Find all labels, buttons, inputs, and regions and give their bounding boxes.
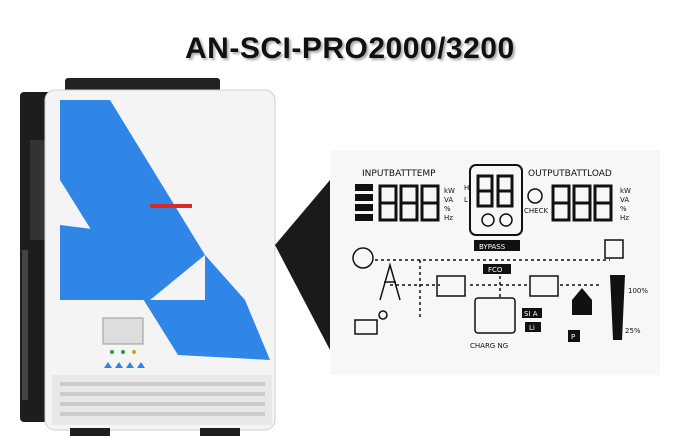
- svg-text:VA: VA: [444, 196, 453, 204]
- solar-panel-icon: [354, 319, 378, 335]
- pct-100-label: 100%: [628, 287, 648, 295]
- grid-tower-icon: [379, 262, 401, 301]
- svg-text:%: %: [620, 205, 627, 213]
- svg-text:L: L: [464, 196, 468, 204]
- load-bar-gauge: [610, 275, 625, 340]
- svg-text:kW: kW: [620, 187, 631, 195]
- fault-icon: [481, 213, 495, 227]
- fco-badge: [483, 264, 511, 274]
- mini-lcd: [102, 317, 144, 345]
- side-vents: [22, 250, 28, 400]
- left-units: kW VA % Hz: [444, 187, 455, 222]
- svg-text:VA: VA: [620, 196, 629, 204]
- home-icon: [572, 288, 592, 315]
- flow-diagram: [375, 259, 610, 320]
- zoom-callout: [275, 180, 330, 350]
- sia-label: SI A: [524, 310, 538, 318]
- status-leds: [110, 350, 136, 354]
- battery-icon: [474, 297, 516, 334]
- right-units: kW VA % Hz: [620, 187, 631, 222]
- panel-buttons: [104, 362, 145, 368]
- svg-text:H: H: [464, 184, 469, 192]
- pct-25-label: 25%: [625, 327, 641, 335]
- sun-icon: [378, 310, 388, 320]
- output-label: OUTPUTBATTLOAD: [528, 169, 612, 179]
- brand-a-logo: [60, 100, 270, 360]
- p-label: P: [571, 333, 575, 341]
- sia-badge: [522, 308, 542, 318]
- charging-label: CHARG NG: [470, 342, 508, 350]
- li-badge: [525, 322, 541, 332]
- input-label: INPUTBATTTEMP: [362, 169, 436, 179]
- fan-icon: [604, 239, 624, 259]
- svg-text:Hz: Hz: [444, 214, 453, 222]
- p-badge: [568, 330, 580, 342]
- svg-text:kW: kW: [444, 187, 455, 195]
- bottom-vent-grille: [52, 375, 272, 425]
- generator-icon: [352, 247, 374, 269]
- li-label: Li: [529, 324, 535, 332]
- center-block: [469, 164, 523, 236]
- fco-label: FCO: [488, 266, 503, 274]
- check-label: CHECK: [524, 207, 548, 215]
- bypass-badge: [474, 240, 520, 251]
- left-badges: [355, 184, 373, 221]
- left-seven-seg-display: [378, 184, 440, 222]
- svg-text:Hz: Hz: [620, 214, 629, 222]
- gauge-icon: [499, 213, 513, 227]
- product-title: AN-SCI-PRO2000/3200: [185, 32, 515, 65]
- center-seven-seg-display: [476, 174, 514, 208]
- bypass-label: BYPASS: [479, 243, 506, 251]
- svg-text:%: %: [444, 205, 451, 213]
- check-face-icon: [527, 188, 543, 204]
- red-accent-stripe: [150, 204, 192, 208]
- inverter-left-icon: [436, 275, 466, 297]
- right-seven-seg-display: [551, 184, 613, 222]
- inverter-right-icon: [529, 275, 559, 297]
